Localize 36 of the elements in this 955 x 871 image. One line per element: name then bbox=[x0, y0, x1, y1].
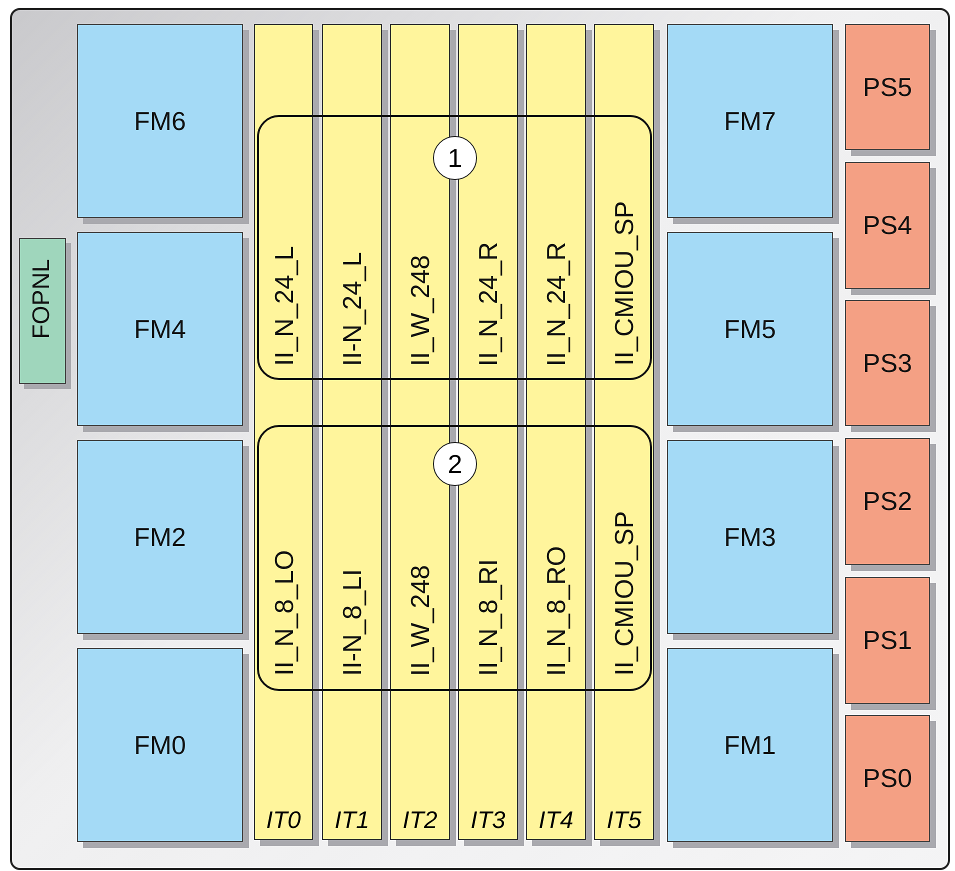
slot-label: II_CMIOU_SP bbox=[609, 511, 639, 676]
slot-label: II-N_8_LI bbox=[337, 569, 367, 676]
module-label: FM2 bbox=[134, 522, 186, 552]
slot-label: II_N_8_LO bbox=[268, 550, 298, 676]
module-label: PS0 bbox=[862, 763, 912, 794]
slot-label: II_CMIOU_SP bbox=[609, 201, 639, 366]
slot-id-label: IT2 bbox=[402, 807, 438, 835]
slot-id-label: IT1 bbox=[334, 807, 370, 835]
module-label: FM4 bbox=[134, 314, 186, 344]
slot-id-label: IT5 bbox=[606, 807, 642, 835]
slot-label: II_N_24_R bbox=[541, 242, 571, 366]
module-label: FOPNL bbox=[26, 259, 56, 340]
chassis-outline bbox=[10, 8, 950, 870]
slot-id-label: IT3 bbox=[470, 807, 506, 835]
slot-label: II-N_24_L bbox=[337, 252, 367, 366]
module-label: FM7 bbox=[724, 106, 776, 136]
module-label: FM3 bbox=[724, 522, 776, 552]
slot-label: II_N_24_R bbox=[473, 242, 503, 366]
module-label: FM6 bbox=[134, 106, 186, 136]
slot-label: II_N_8_RI bbox=[473, 558, 503, 676]
module-label: PS4 bbox=[862, 210, 912, 241]
module-label: PS2 bbox=[862, 486, 912, 517]
module-label: PS3 bbox=[862, 348, 912, 378]
slot-label: II_N_24_L bbox=[268, 246, 298, 366]
module-label: PS1 bbox=[862, 625, 912, 656]
slot-label: II_W_248 bbox=[405, 564, 435, 676]
slot-group-outline bbox=[257, 425, 652, 691]
module-label: FM5 bbox=[724, 314, 776, 344]
slot-id-label: IT0 bbox=[265, 807, 302, 835]
slot-label: II_W_248 bbox=[405, 254, 435, 366]
module-label: FM0 bbox=[134, 730, 186, 760]
slot-label: II_N_8_RO bbox=[541, 546, 571, 676]
slot-group-outline bbox=[257, 115, 652, 380]
module-label: FM1 bbox=[724, 730, 776, 760]
slot-id-label: IT4 bbox=[538, 807, 574, 835]
module-label: PS5 bbox=[862, 72, 912, 102]
